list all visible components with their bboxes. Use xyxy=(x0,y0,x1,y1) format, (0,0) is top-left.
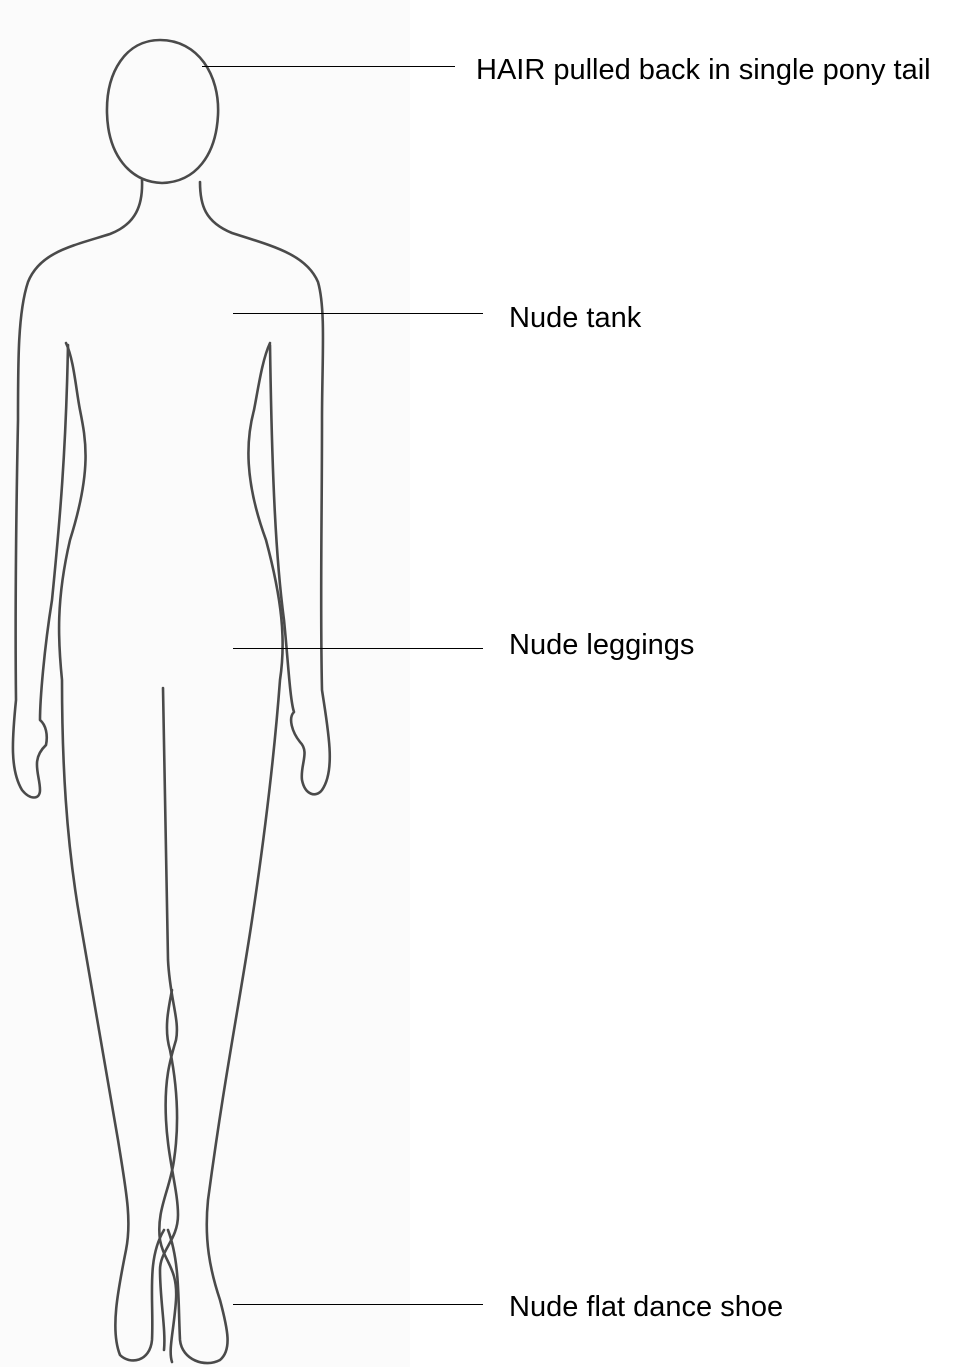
leggings-label: Nude leggings xyxy=(509,631,694,660)
hair-label: HAIR pulled back in single pony tail xyxy=(476,56,931,85)
left-torso-side xyxy=(59,343,164,1360)
leggings-leader-line xyxy=(233,648,483,649)
right-shoulder-arm-outline xyxy=(200,182,330,794)
shoe-label: Nude flat dance shoe xyxy=(509,1293,783,1322)
tank-leader-line xyxy=(233,313,483,314)
hair-leader-line xyxy=(202,66,455,67)
body-outline-figure xyxy=(0,0,410,1367)
tank-label: Nude tank xyxy=(509,304,641,333)
left-shoulder-arm-outline xyxy=(13,180,142,798)
right-torso-side xyxy=(168,343,283,1363)
head-outline xyxy=(107,40,218,183)
shoe-leader-line xyxy=(233,1304,483,1305)
